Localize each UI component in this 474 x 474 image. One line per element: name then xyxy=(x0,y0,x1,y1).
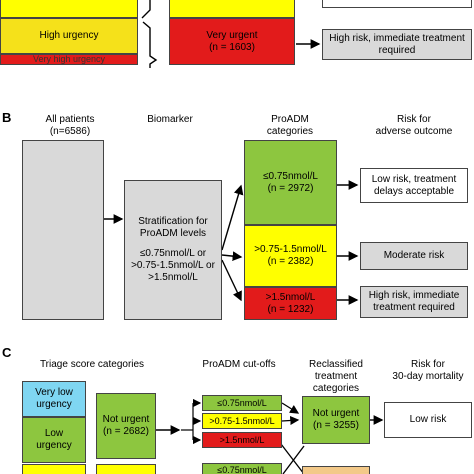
proadm-mid-box: >0.75-1.5nmol/L (n = 2382) xyxy=(244,225,337,287)
very-urgent-top-box xyxy=(169,0,295,18)
panel-b-letter: B xyxy=(2,110,12,125)
very-urgent-box: Very urgent (n = 1603) xyxy=(169,18,295,65)
risk-low-mortality-box: Low risk xyxy=(384,402,472,438)
stratification-box: Stratification for ProADM levels ≤0.75nm… xyxy=(124,180,222,320)
arrow-c-low-to-reclass xyxy=(281,402,300,414)
not-urgent-box: Not urgent (n = 2682) xyxy=(96,393,156,459)
col-risk-adverse: Risk for adverse outcome xyxy=(375,114,453,137)
reclass-bottom-box xyxy=(302,466,370,474)
stratification-title: Stratification for ProADM levels xyxy=(138,216,208,239)
cross-line-2 xyxy=(282,445,305,474)
cutoff-low-box: ≤0.75nmol/L xyxy=(202,395,282,411)
cutoff-high-box: >1.5nmol/L xyxy=(202,432,282,448)
cutoff-mid-box: >0.75-1.5nmol/L xyxy=(202,413,282,429)
high-urgency-box xyxy=(0,0,138,18)
col-all-patients: All patients (n=6586) xyxy=(45,114,95,137)
very-high-urgency-box: Very high urgency xyxy=(0,54,138,65)
risk-moderate-box: Moderate risk xyxy=(360,242,468,270)
col-biomarker: Biomarker xyxy=(147,114,193,125)
risk-high-box: High risk, immediate treatment required xyxy=(360,286,468,318)
all-patients-box xyxy=(22,140,104,320)
stratification-levels: ≤0.75nmol/L or >0.75-1.5nmol/L or >1.5nm… xyxy=(131,248,215,283)
bracket-top xyxy=(141,0,151,19)
very-urgent-label: Very urgent xyxy=(206,29,258,41)
col-reclassified: Reclassified treatment categories xyxy=(309,359,363,394)
triage-yellow-right-box xyxy=(96,464,156,474)
reclass-not-urgent-box: Not urgent (n = 3255) xyxy=(302,396,370,444)
high-urgency-label-box: High urgency xyxy=(0,18,138,54)
low-urgency-box: Low urgency xyxy=(22,417,86,463)
high-urgency-label: High urgency xyxy=(39,30,99,41)
col-proadm-cutoffs: ProADM cut-offs xyxy=(202,359,276,370)
arrow-b-strat-to-mid xyxy=(221,251,243,261)
col-proadm-categories: ProADM categories xyxy=(266,114,314,137)
cross-line-1 xyxy=(280,443,305,474)
cutoff-low-box-2: ≤0.75nmol/L xyxy=(202,463,282,474)
arrow-c-mid-to-reclass xyxy=(281,415,300,426)
proadm-low-box: ≤0.75nmol/L (n = 2972) xyxy=(244,140,337,225)
risk-low-box: Low risk, treatment delays acceptable xyxy=(360,168,468,203)
col-triage-score: Triage score categories xyxy=(39,359,145,370)
very-low-urgency-box: Very low urgency xyxy=(22,381,86,417)
outcome-high-risk-a: High risk, immediate treatment required xyxy=(322,29,472,60)
outcome-top-box xyxy=(322,0,472,8)
very-high-urgency-label: Very high urgency xyxy=(32,54,106,65)
arrow-b-strat-to-low xyxy=(221,184,244,251)
bracket-bottom xyxy=(142,21,158,68)
triage-yellow-bottom-box xyxy=(22,464,86,474)
very-urgent-count: (n = 1603) xyxy=(209,41,255,53)
col-risk-mortality: Risk for 30-day mortality xyxy=(392,359,464,382)
proadm-high-box: >1.5nmol/L (n = 1232) xyxy=(244,287,337,320)
panel-c-letter: C xyxy=(2,345,12,360)
arrow-b-strat-to-high xyxy=(221,259,242,302)
